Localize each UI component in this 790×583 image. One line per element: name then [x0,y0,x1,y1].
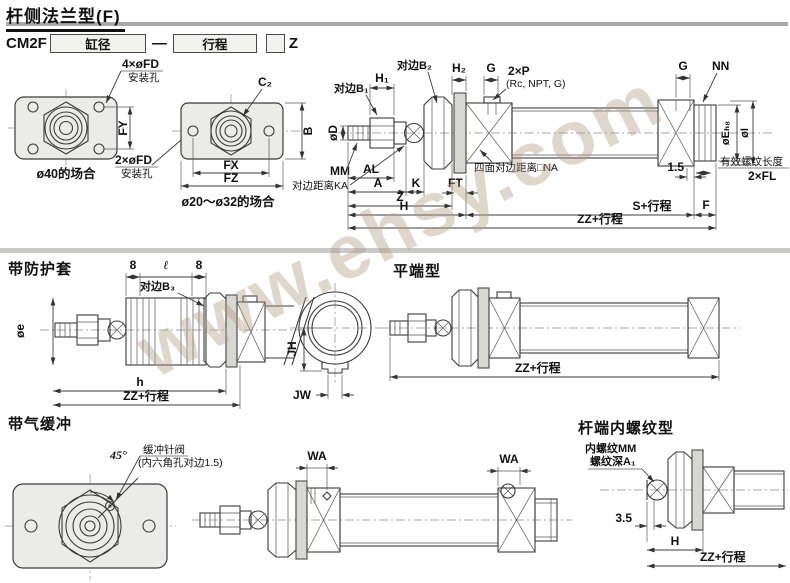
section-divider [0,248,790,253]
dim-h1: H₁ [375,71,389,85]
dim-fz: FZ [224,171,239,185]
label-2xfd: 2×øFD [115,153,152,167]
dim-g-left: G [486,61,495,75]
dim-fx: FX [223,158,238,172]
flat-end-view: ZZ+行程 [382,287,740,381]
label-b1: 对边B₁ [334,81,369,95]
stroke-box: 行程 [172,33,257,53]
model-suffix: Z [288,34,299,52]
label-needle-valve-note: (内六角孔对边1.5) [138,456,223,469]
dim-h-female: H [671,534,680,548]
title-underline-bar [6,22,788,26]
label-4xfd-sub: 安装孔 [128,71,160,84]
heading-female-thread: 杆端内螺纹型 [578,420,675,437]
label-na: 四面对边距离□NA [474,161,558,174]
dim-45deg: 45° [109,448,127,462]
heading-air-cushion: 带气缓冲 [8,416,73,433]
dim-h: H [400,199,409,213]
label-thread-depth-a1: 螺纹深A₁ [590,454,636,468]
label-4xfd: 4×øFD [122,58,159,71]
flange-view-d20-32: C₂ B FX FZ ø20～ø32的场合 [172,75,315,209]
bore-size-box: 缸径 [49,33,146,53]
dim-z: Z [396,190,403,204]
top-drawing: FY 4×øFD 安装孔 ø40的场合 2×øFD 安装孔 C₂ B [8,58,789,231]
label-mm: MM [330,164,350,178]
dim-zz-stroke: ZZ+行程 [577,211,623,226]
dim-wa-rear: WA [499,452,519,466]
label-ports: 2×P [508,64,530,78]
model-prefix: CM2F [6,34,47,52]
label-ka: 对边距离KA [292,179,348,192]
dim-3-5: 3.5 [615,511,632,525]
label-ports-sub: (Rc, NPT, G) [506,78,566,90]
label-needle-valve: 缓冲针阀 [143,443,185,456]
cushion-front-view: 45° 缓冲针阀 (内六角孔对边1.5) [5,443,223,580]
dim-s-stroke: S+行程 [632,198,671,213]
model-number-row: CM2F 缸径 — 行程 Z [6,33,298,53]
dim-a: A [374,176,383,190]
dim-k: K [412,176,421,190]
middle-drawing: øe 8 ℓ [13,258,740,409]
dim-ft: FT [448,176,463,190]
female-thread-view: 内螺纹MM 螺纹深A₁ 3.5 H ZZ+行程 [585,441,788,569]
dim-8a: 8 [130,258,137,272]
model-dash: — [151,34,167,52]
dim-l: ℓ [163,258,168,272]
dim-h-boot: h [136,375,143,389]
dim-od: øD [326,125,340,141]
dim-zz-boot: ZZ+行程 [123,388,169,403]
option-box [265,33,285,53]
flange-view-d40: FY 4×øFD 安装孔 ø40的场合 2×øFD 安装孔 [8,58,189,181]
bottom-drawing: 45° 缓冲针阀 (内六角孔对边1.5) [5,441,788,580]
dim-oi: øI [739,128,751,138]
dim-oe-small: øe [13,324,27,338]
dim-1-5: 1.5 [667,160,684,174]
end-view: JH JW [285,283,382,402]
cushion-side-view: WA WA [192,449,572,560]
label-2xfd-sub: 安装孔 [121,167,153,180]
label-b3: 对边B₃ [140,279,175,293]
dim-al: AL [363,162,379,176]
dim-zz-flat: ZZ+行程 [515,360,561,375]
caption-d40: ø40的场合 [36,166,96,181]
dim-oe-h8: øEₕ₈ [720,121,732,145]
dim-h2: H₂ [452,61,466,75]
dim-g-right: G [678,59,687,73]
dim-zz-female: ZZ+行程 [700,549,746,564]
label-b2: 对边B₂ [397,58,432,72]
label-thread-length: 有效螺纹长度 [720,155,783,168]
dim-f: F [702,198,709,212]
label-nn: NN [712,59,729,73]
caption-d20-32: ø20～ø32的场合 [181,194,275,209]
dim-jw: JW [293,388,312,402]
cylinder-side-view: 对边B₂ H₁ 对边B₁ H₂ G 2×P (Rc, NPT, G) øD G … [292,58,789,231]
heading-flat-end: 平端型 [393,263,442,280]
dim-b: B [301,126,315,135]
dim-wa-front: WA [307,449,327,463]
page-title: 杆侧法兰型(F) [6,2,125,32]
label-c2: C₂ [258,75,272,89]
heading-rod-boot: 带防护套 [8,261,73,278]
dim-jh: JH [285,341,299,356]
dim-8b: 8 [196,258,203,272]
label-female-mm: 内螺纹MM [585,441,636,455]
page-title-wrap: 杆侧法兰型(F) [6,2,125,32]
rod-boot-view: øe 8 ℓ [13,258,315,409]
dim-fy: FY [116,120,130,135]
label-2xfl: 2×FL [748,169,776,183]
